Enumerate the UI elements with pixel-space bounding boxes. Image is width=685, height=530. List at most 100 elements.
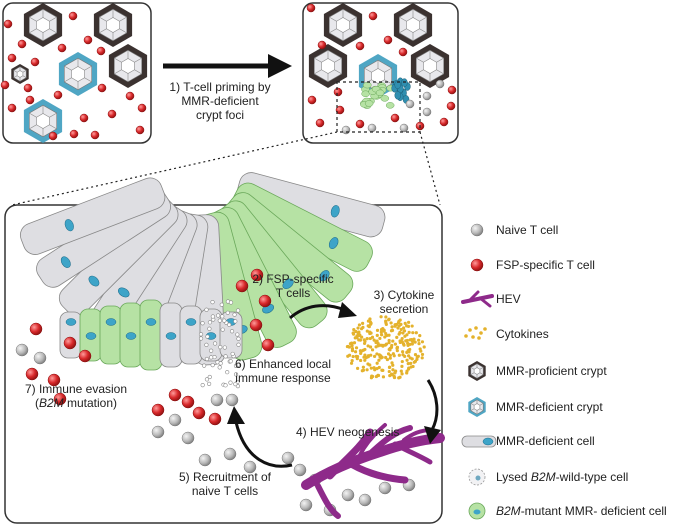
- crypt-epithelial-cell: [225, 192, 354, 303]
- fsp-t-cell: [315, 118, 325, 128]
- step3-line1: 3) Cytokine: [373, 288, 435, 302]
- step7-rest: mutation): [63, 396, 118, 410]
- fsp-t-cell: [7, 53, 17, 63]
- naive-t-cell: [198, 453, 212, 467]
- mmr-proficient-crypt: [410, 44, 450, 88]
- legend-text: FSP-specific T cell: [496, 258, 595, 272]
- naive-t-cell: [422, 91, 432, 101]
- legend-text: MMR-deficient crypt: [496, 400, 603, 414]
- fsp-t-cell: [261, 338, 275, 352]
- fsp-t-cell: [317, 40, 327, 50]
- mmr-deficient-crypt: [468, 397, 486, 417]
- crypt-epithelial-cell: [19, 177, 166, 255]
- legend-item-deficient-cell: MMR-deficient cell: [462, 430, 595, 452]
- step7-open: (: [34, 396, 39, 410]
- naive-t-cell: [378, 481, 392, 495]
- legend-text: HEV: [496, 292, 521, 306]
- naive-t-cell: [405, 99, 415, 109]
- mmr-proficient-crypt: [11, 64, 29, 84]
- naive-t-cell: [223, 447, 237, 461]
- naive-t-cell: [422, 107, 432, 117]
- legend-italic: B2M: [530, 470, 556, 484]
- fsp-t-cell: [23, 83, 33, 93]
- legend-text: Lysed B2M-wild-type cell: [496, 470, 628, 484]
- step5-line1: 5) Recruitment of: [178, 470, 272, 484]
- naive-t-cell: [243, 460, 257, 474]
- naive-t-cell: [281, 451, 295, 465]
- step7-line2: (B2M mutation): [16, 396, 136, 410]
- fsp-t-cell: [57, 43, 67, 53]
- naive-t-cell: [181, 431, 195, 445]
- mmr-proficient-crypt: [23, 3, 63, 47]
- step5-label: 5) Recruitment of naive T cells: [160, 470, 290, 498]
- step3-line2: secretion: [379, 302, 429, 316]
- fsp-t-cell: [107, 109, 117, 119]
- fsp-t-cell: [333, 87, 343, 97]
- fsp-t-cell: [97, 83, 107, 93]
- fsp-t-cell: [30, 57, 40, 67]
- fsp-t-cell: [307, 95, 317, 105]
- fsp-t-cell: [470, 258, 484, 272]
- fsp-t-cell: [48, 131, 58, 141]
- mmr-proficient-crypt: [323, 3, 363, 47]
- naive-t-cell: [399, 123, 409, 133]
- arrow-hev: [426, 379, 439, 431]
- step2-line1: 2) FSP-specific: [252, 272, 334, 286]
- legend-post: -mutant MMR- deficient cell: [520, 504, 667, 518]
- fsp-t-cell: [17, 39, 27, 49]
- lysed-cells: [198, 299, 241, 389]
- step1-line1: 1) T-cell priming by: [169, 80, 271, 94]
- crypt-lower-band: [59, 299, 243, 371]
- naive-t-cell: [33, 351, 47, 365]
- arrow-secretion: [289, 304, 346, 320]
- fsp-t-cell: [208, 412, 222, 426]
- mmr-deficient-cell-icon: [461, 435, 497, 448]
- legend-text: B2M-mutant MMR- deficient cell: [496, 504, 667, 518]
- fsp-t-cell: [258, 294, 272, 308]
- fsp-t-cell: [355, 119, 365, 129]
- fsp-t-cell: [250, 268, 264, 282]
- legend-italic: B2M: [496, 504, 521, 518]
- cytokines-icon: [464, 326, 487, 340]
- arrow-hev-head: [424, 426, 441, 444]
- arrow-recruitment: [234, 421, 293, 468]
- mutant-patch: [360, 77, 411, 109]
- fsp-t-cell: [383, 35, 393, 45]
- step2-label: 2) FSP-specific T cells: [248, 272, 338, 300]
- legend-item-mutant: B2M-mutant MMR- deficient cell: [462, 500, 667, 522]
- step1-line3: crypt foci: [195, 108, 244, 122]
- fsp-t-cell: [125, 91, 135, 101]
- fsp-t-cell: [446, 101, 456, 111]
- fsp-t-cell: [63, 336, 77, 350]
- fsp-t-cell: [3, 19, 13, 29]
- step3-label: 3) Cytokine secretion: [364, 288, 444, 316]
- legend-item-fsp: FSP-specific T cell: [462, 254, 595, 276]
- naive-t-cell: [299, 498, 313, 512]
- naive-t-cell: [15, 343, 29, 357]
- legend-item-cytokines: Cytokines: [462, 323, 549, 345]
- naive-t-cell: [210, 393, 224, 407]
- fsp-t-cell: [439, 117, 449, 127]
- step7-label: 7) Immune evasion (B2M mutation): [16, 382, 136, 410]
- arrow-secretion-head: [338, 302, 357, 318]
- fsp-t-cell: [306, 3, 316, 13]
- naive-t-cell: [367, 123, 377, 133]
- naive-t-cell: [168, 413, 182, 427]
- priming-arrow-head: [268, 54, 292, 78]
- mmr-proficient-crypt: [308, 44, 348, 88]
- fsp-t-cell: [53, 90, 63, 100]
- step7-italic: B2M: [38, 396, 64, 410]
- mmr-proficient-crypt: [468, 361, 486, 381]
- fsp-t-cell: [249, 318, 263, 332]
- cytokine-cloud: [345, 315, 426, 380]
- arrow-recruitment-head: [227, 406, 245, 424]
- legend-text: Naive T cell: [496, 223, 559, 237]
- fsp-t-cell: [398, 47, 408, 57]
- mmr-proficient-crypt: [108, 44, 148, 88]
- mmr-proficient-crypt: [93, 3, 133, 47]
- fsp-t-cell: [355, 41, 365, 51]
- legend-item-deficient-crypt: MMR-deficient crypt: [462, 396, 603, 418]
- fsp-t-cell: [192, 406, 206, 420]
- fsp-t-cell: [235, 279, 249, 293]
